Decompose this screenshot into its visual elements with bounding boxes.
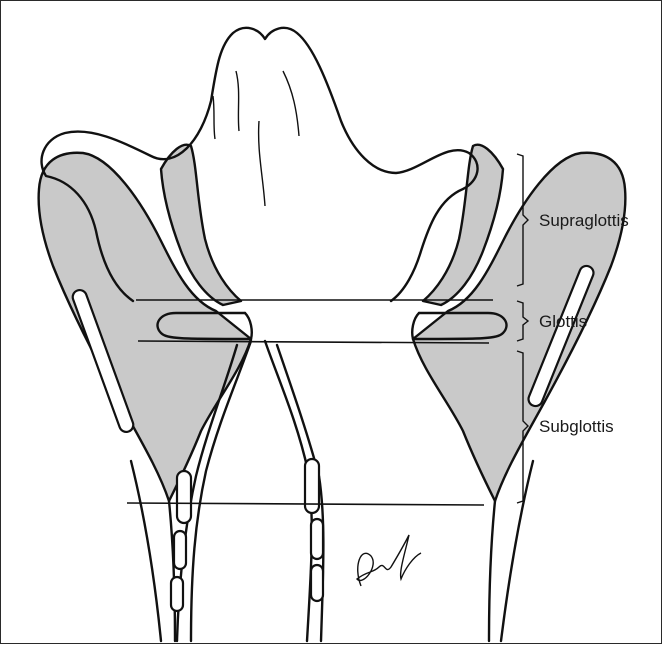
supraglottis-label: Supraglottis [539, 211, 629, 230]
tissue-fill [39, 145, 626, 501]
artist-signature [357, 535, 421, 586]
subglottis-label: Subglottis [539, 417, 614, 436]
glottis-label: Glottis [539, 312, 587, 331]
